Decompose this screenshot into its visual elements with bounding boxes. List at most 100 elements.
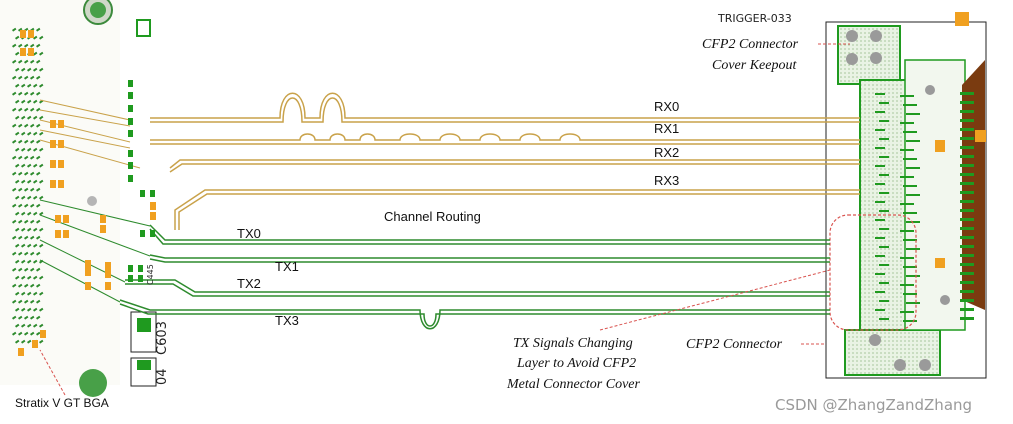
bga-ball <box>30 43 35 48</box>
bga-ball <box>39 131 44 136</box>
connector-pin <box>906 167 920 169</box>
bga-ball <box>33 195 38 200</box>
bga-ball <box>21 115 26 120</box>
connector-pin <box>960 254 974 257</box>
pad-green <box>128 275 133 282</box>
bga-ball <box>30 251 35 256</box>
connector-pin <box>875 219 885 221</box>
label-cfp2-keepout: CFP2 Connector <box>702 37 799 52</box>
trace-rx1 <box>150 133 860 141</box>
label-cfp2-keepout-2: Cover Keepout <box>712 58 797 73</box>
bga-ball <box>18 187 23 192</box>
bga-ball <box>12 171 17 176</box>
bga-ball <box>18 203 23 208</box>
connector-pin <box>900 203 914 205</box>
bga-ball <box>30 123 35 128</box>
bga-ball <box>15 259 20 264</box>
bga-ball <box>18 171 23 176</box>
bga-ball <box>36 123 41 128</box>
channel-traces <box>39 92 860 330</box>
connector-pin <box>960 191 974 194</box>
bga-ball <box>21 99 26 104</box>
connector-pin <box>875 129 885 131</box>
bga-ball <box>39 211 44 216</box>
connector-pin <box>960 218 974 221</box>
bga-ball <box>38 227 44 232</box>
bga-ball <box>33 307 38 312</box>
connector-pin <box>903 266 917 268</box>
bga-ball <box>27 291 32 296</box>
pad-green <box>128 175 133 182</box>
connector-pin <box>875 309 885 311</box>
bga-ball <box>27 163 32 168</box>
bga-ball <box>39 243 44 248</box>
bga-ball <box>36 155 41 160</box>
connector-pin <box>879 102 889 104</box>
connector-pin <box>906 194 920 196</box>
bga-ball <box>27 307 32 312</box>
silk-trigger: TRIGGER-033 <box>717 12 792 25</box>
bga-ball <box>38 291 44 296</box>
trace-tx1 <box>149 254 830 259</box>
trace-tx3 <box>119 299 830 330</box>
bga-ball <box>21 307 26 312</box>
connector-pin <box>879 318 889 320</box>
silk-c445: C445 <box>146 264 155 285</box>
bga-ball <box>30 59 35 64</box>
bga-ball <box>21 179 26 184</box>
bga-ball <box>27 227 32 232</box>
bga-ball <box>12 43 17 48</box>
bga-ball <box>23 299 29 304</box>
bga-ball <box>33 227 38 232</box>
connector-pin <box>900 95 914 97</box>
bga-ball <box>12 219 17 224</box>
bga-ball <box>30 139 35 144</box>
connector-pin <box>906 113 920 115</box>
connector-pin <box>960 272 974 275</box>
bga-ball <box>36 107 41 112</box>
bga-ball <box>33 83 38 88</box>
pad-green <box>128 150 133 157</box>
bga-ball <box>18 219 23 224</box>
bga-ball <box>39 275 44 280</box>
bga-ball <box>24 91 29 96</box>
label-rx1: RX1 <box>654 121 679 136</box>
bga-ball <box>36 251 41 256</box>
pad-green <box>138 275 143 282</box>
bga-ball <box>18 251 23 256</box>
bga-ball <box>24 123 29 128</box>
bga-ball <box>15 147 20 152</box>
pad-green <box>138 265 143 272</box>
connector-pin <box>875 165 885 167</box>
connector-pin <box>879 210 889 212</box>
pad-green <box>128 118 133 125</box>
pad-orange <box>20 48 26 56</box>
connector-pin <box>900 284 914 286</box>
bga-ball <box>36 75 41 80</box>
bga-ball <box>36 91 41 96</box>
silkscreen-labels: TRIGGER-033 C603 04 C445 <box>146 12 792 385</box>
connector-pin <box>900 176 914 178</box>
bga-ball <box>36 283 41 288</box>
bga-ball <box>33 211 38 216</box>
pad-orange <box>50 120 56 128</box>
connector-pins <box>875 92 974 322</box>
bga-ball <box>27 339 32 344</box>
bga-ball <box>18 43 23 48</box>
pad-orange <box>150 202 156 210</box>
connector-pin <box>960 110 974 113</box>
bga-ball <box>26 67 32 72</box>
bga-ball <box>12 235 17 240</box>
bga-ball <box>15 83 20 88</box>
smd-pads <box>18 30 156 356</box>
bga-ball <box>12 187 17 192</box>
label-bga: Stratix V GT BGA <box>15 396 109 410</box>
bga-ball <box>18 27 23 32</box>
connector-pin <box>903 185 917 187</box>
bga-ball <box>15 275 20 280</box>
bga-ball <box>12 155 17 160</box>
bga-ball <box>39 163 44 168</box>
connector-pin <box>906 140 920 142</box>
bga-ball <box>15 195 20 200</box>
label-cfp2-connector: CFP2 Connector <box>686 337 783 352</box>
